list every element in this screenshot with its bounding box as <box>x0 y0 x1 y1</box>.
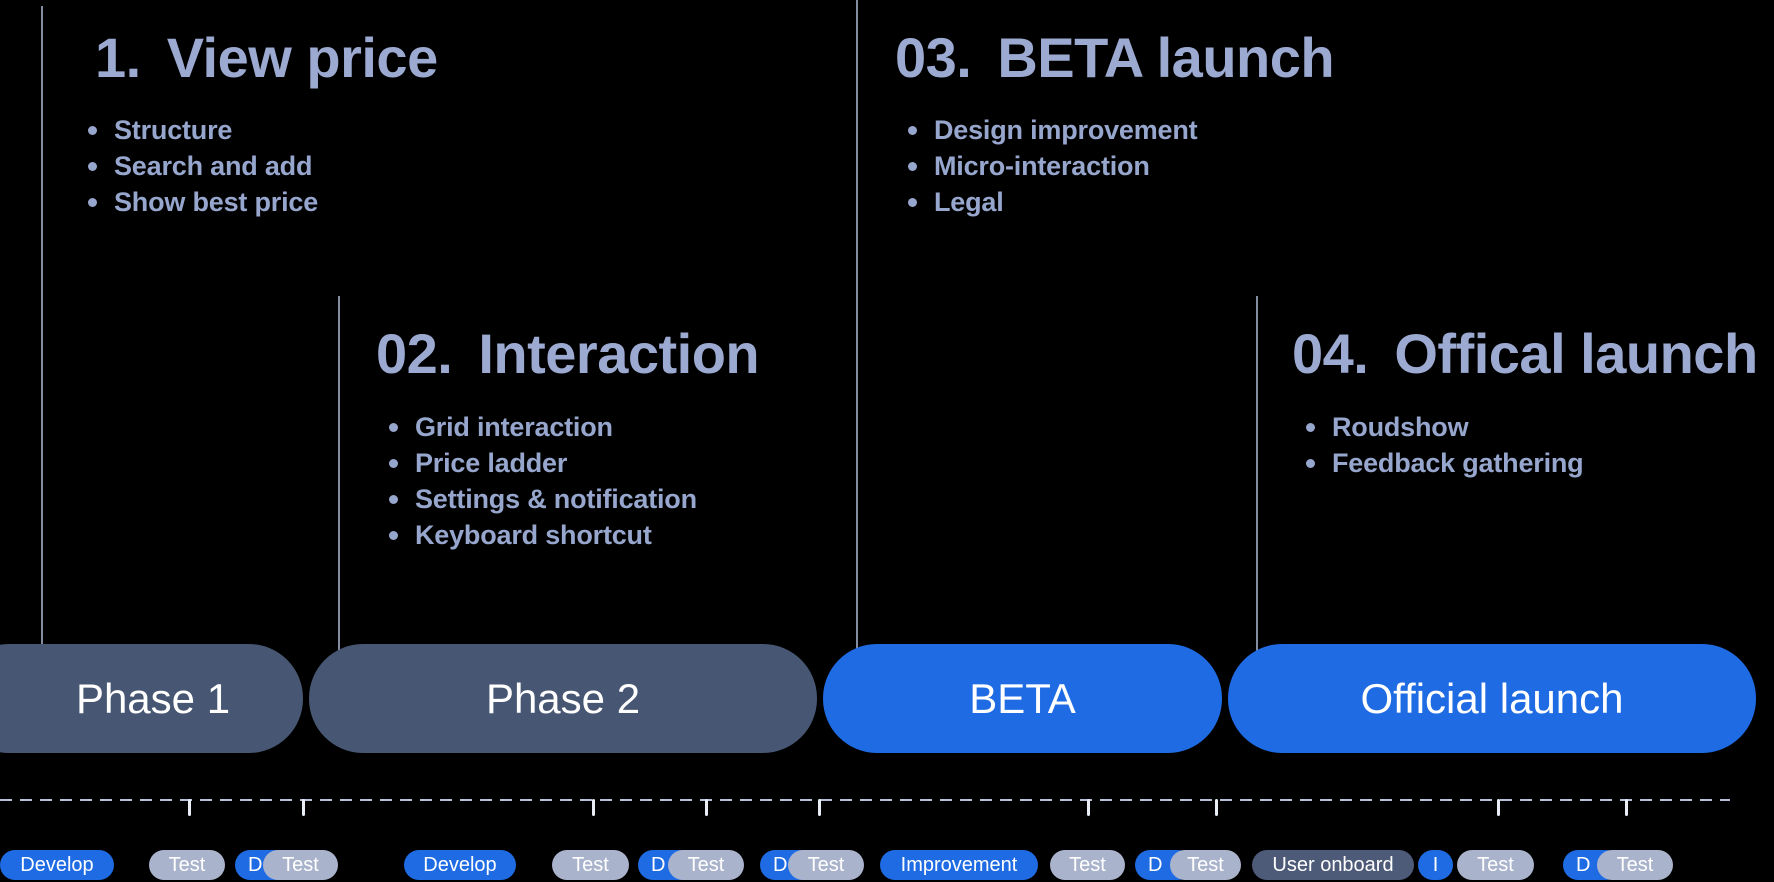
timeline-tick <box>818 799 821 816</box>
bullet-icon <box>88 161 97 171</box>
bullet-label: Grid interaction <box>415 411 613 442</box>
bullet-label: Design improvement <box>934 114 1198 145</box>
phase-pill-official: Official launch <box>1228 644 1756 753</box>
task-pill-user-onboard: User onboard <box>1252 850 1414 880</box>
phase-pill-beta: BETA <box>823 644 1222 753</box>
task-pill-test: Test <box>1050 850 1125 880</box>
section-3-title: BETA launch <box>997 26 1335 89</box>
timeline-tick <box>1625 799 1628 816</box>
bullet-icon <box>1306 458 1315 468</box>
bullet-label: Feedback gathering <box>1332 447 1584 478</box>
section-3-heading: 03. BETA launch <box>895 24 1335 91</box>
task-pill-test: Test <box>1597 850 1673 880</box>
phase-label: BETA <box>969 674 1076 722</box>
timeline-tick <box>705 799 708 816</box>
task-pill-test: Test <box>1457 850 1534 880</box>
task-pill-improvement: Improvement <box>880 850 1038 880</box>
task-pill-test: Test <box>788 850 864 880</box>
phase-label: Phase 2 <box>485 674 641 722</box>
task-pill-test: Test <box>668 850 744 880</box>
bullet-icon <box>908 125 917 135</box>
bullet-icon <box>1306 422 1315 432</box>
bullet-label: Search and add <box>114 150 313 181</box>
list-item: Micro-interaction <box>908 148 1197 184</box>
list-item: Grid interaction <box>389 409 697 445</box>
bullet-icon <box>88 197 97 207</box>
bullet-icon <box>389 530 398 540</box>
task-pill-test: Test <box>552 850 629 880</box>
bullet-label: Price ladder <box>415 447 568 478</box>
timeline-tick <box>302 799 305 816</box>
bullet-icon <box>908 197 917 207</box>
section-3-bullets: Design improvement Micro-interaction Leg… <box>908 112 1198 220</box>
bullet-label: Roudshow <box>1332 411 1469 442</box>
list-item: Design improvement <box>908 112 1198 148</box>
guide-line-official <box>1256 296 1258 698</box>
list-item: Keyboard shortcut <box>389 517 697 553</box>
bullet-icon <box>908 161 917 171</box>
section-2-title: Interaction <box>478 322 760 385</box>
bullet-label: Legal <box>934 186 1004 217</box>
list-item: Roudshow <box>1306 409 1583 445</box>
task-pill-improvement-clipped: I <box>1418 850 1453 880</box>
bullet-icon <box>389 422 398 432</box>
section-1-heading: 1. View price <box>95 24 438 91</box>
section-2-bullets: Grid interaction Price ladder Settings &… <box>389 409 697 553</box>
bullet-icon <box>389 458 398 468</box>
list-item: Price ladder <box>389 445 697 481</box>
task-pill-test: Test <box>263 850 338 880</box>
list-item: Legal <box>908 184 1197 220</box>
bullet-label: Keyboard shortcut <box>415 519 652 550</box>
section-4-title: Offical launch <box>1394 322 1758 385</box>
phase-label: Official launch <box>1360 674 1624 722</box>
timeline-tick <box>188 799 191 816</box>
bullet-label: Settings & notification <box>415 483 697 514</box>
phase-pill-phase1: Phase 1 <box>0 644 303 753</box>
section-1-title: View price <box>166 26 439 89</box>
list-item: Feedback gathering <box>1306 445 1584 481</box>
timeline-tick <box>1215 799 1218 816</box>
phase-pill-phase2: Phase 2 <box>309 644 817 753</box>
section-3-number: 03. <box>895 26 972 89</box>
guide-line-beta <box>856 0 858 698</box>
timeline-dashed-line <box>0 799 1730 801</box>
section-4-bullets: Roudshow Feedback gathering <box>1306 409 1584 481</box>
task-pill-test: Test <box>149 850 225 880</box>
bullet-label: Micro-interaction <box>934 150 1150 181</box>
bullet-label: Structure <box>114 114 233 145</box>
section-4-heading: 04. Offical launch <box>1292 320 1758 387</box>
list-item: Structure <box>88 112 318 148</box>
section-2-number: 02. <box>376 322 453 385</box>
section-4-number: 04. <box>1292 322 1369 385</box>
list-item: Search and add <box>88 148 318 184</box>
phase-label: Phase 1 <box>75 674 231 722</box>
guide-line-phase2 <box>338 296 340 698</box>
section-1-bullets: Structure Search and add Show best price <box>88 112 318 220</box>
bullet-icon <box>389 494 398 504</box>
task-pill-test: Test <box>1170 850 1241 880</box>
timeline-tick <box>1497 799 1500 816</box>
task-pill-develop: Develop <box>0 850 114 880</box>
list-item: Show best price <box>88 184 318 220</box>
timeline-tick <box>1087 799 1090 816</box>
guide-line-phase1 <box>41 6 43 698</box>
bullet-icon <box>88 125 97 135</box>
bullet-label: Show best price <box>114 186 319 217</box>
section-2-heading: 02. Interaction <box>376 320 760 387</box>
task-pill-develop: Develop <box>404 850 516 880</box>
section-1-number: 1. <box>95 26 141 89</box>
list-item: Settings & notification <box>389 481 697 517</box>
timeline-tick <box>592 799 595 816</box>
